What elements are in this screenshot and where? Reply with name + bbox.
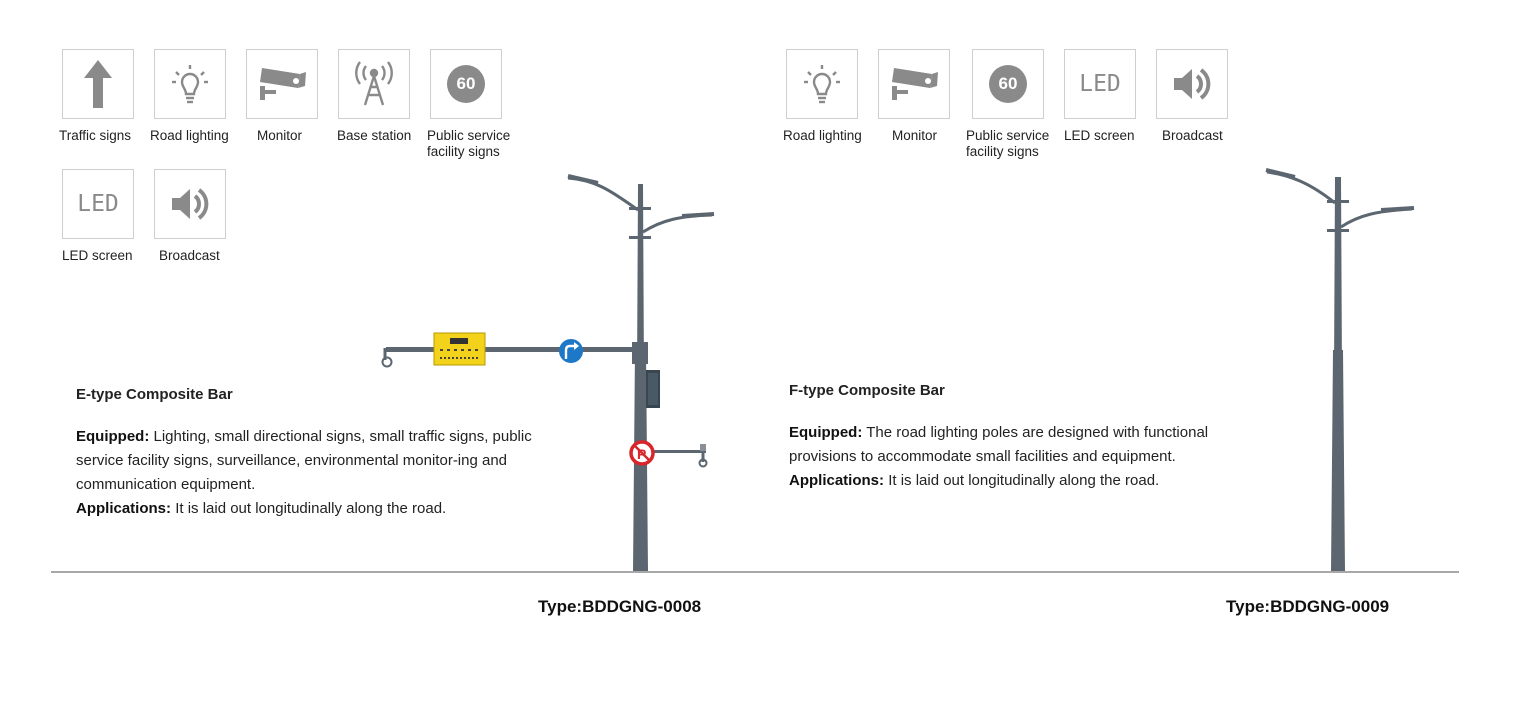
led-glyph: LED: [77, 191, 119, 217]
e-type-title: E-type Composite Bar: [76, 386, 233, 403]
e-type-description: E-type Composite Bar Equipped: Lighting,…: [76, 383, 556, 521]
equipped-text: The road lighting poles are designed wit…: [789, 424, 1209, 465]
e-type-equipped: Equipped: Lighting, small directional si…: [76, 425, 556, 497]
f-type-pole-illustration: [1265, 168, 1415, 572]
led-screen-icon: LED: [1064, 49, 1136, 119]
applications-label: Applications:: [76, 500, 172, 517]
equipped-label: Equipped:: [789, 424, 863, 441]
tile-label: Monitor: [892, 128, 938, 143]
left-tile-traffic-signs: Traffic signs: [59, 49, 136, 144]
left-tile-public-service-signs: 60 Public service facility signs: [427, 49, 510, 160]
tile-label: Public service facility signs: [427, 128, 511, 159]
applications-text: It is laid out longitudinally along the …: [175, 500, 447, 517]
f-type-model-code: Type:BDDGNG-0009: [1226, 597, 1390, 616]
tile-label: Traffic signs: [59, 128, 132, 143]
speed-limit-glyph: 60: [447, 65, 485, 103]
f-type-description: F-type Composite Bar Equipped: The road …: [789, 379, 1259, 493]
tile-label: Broadcast: [1162, 128, 1223, 143]
left-tile-base-station: Base station: [337, 49, 412, 144]
tile-label: LED screen: [62, 248, 133, 263]
left-tile-road-lighting: Road lighting: [150, 49, 229, 144]
traffic-sign-icon: [62, 49, 134, 119]
monitor-camera-icon: [246, 49, 318, 119]
tile-label: LED screen: [1064, 128, 1135, 143]
left-tile-broadcast: Broadcast: [154, 169, 228, 264]
led-glyph: LED: [1079, 71, 1121, 97]
tile-label: Public service facility signs: [966, 128, 1050, 159]
led-screen-icon: LED: [62, 169, 134, 239]
e-type-model-code: Type:BDDGNG-0008: [538, 597, 702, 616]
equipped-text: Lighting, small directional signs, small…: [76, 428, 532, 493]
road-lighting-icon: [154, 49, 226, 119]
tile-label: Monitor: [257, 128, 303, 143]
base-station-icon: [338, 49, 410, 119]
equipped-label: Equipped:: [76, 428, 150, 445]
right-tile-public-service-signs: 60 Public service facility signs: [966, 49, 1049, 160]
tile-label: Road lighting: [783, 128, 862, 143]
f-type-applications: Applications: It is laid out longitudina…: [789, 469, 1259, 493]
left-tile-monitor: Monitor: [246, 49, 320, 144]
speed-limit-icon: 60: [972, 49, 1044, 119]
f-type-equipped: Equipped: The road lighting poles are de…: [789, 421, 1259, 469]
broadcast-speaker-icon: [1156, 49, 1228, 119]
speed-limit-glyph: 60: [989, 65, 1027, 103]
tile-label: Base station: [337, 128, 412, 143]
tile-label: Broadcast: [159, 248, 220, 263]
right-tile-broadcast: Broadcast: [1156, 49, 1230, 144]
monitor-camera-icon: [878, 49, 950, 119]
e-type-applications: Applications: It is laid out longitudina…: [76, 497, 556, 521]
right-tile-monitor: Monitor: [878, 49, 952, 144]
applications-label: Applications:: [789, 472, 885, 489]
applications-text: It is laid out longitudinally along the …: [888, 472, 1160, 489]
road-lighting-icon: [786, 49, 858, 119]
tile-label: Road lighting: [150, 128, 229, 143]
e-type-pole-illustration: P: [381, 174, 715, 572]
left-tile-led-screen: LED LED screen: [62, 169, 136, 264]
right-tile-road-lighting: Road lighting: [783, 49, 862, 144]
broadcast-speaker-icon: [154, 169, 226, 239]
speed-limit-icon: 60: [430, 49, 502, 119]
ground-line: [51, 571, 1459, 573]
right-tile-led-screen: LED LED screen: [1064, 49, 1138, 144]
f-type-title: F-type Composite Bar: [789, 382, 945, 399]
